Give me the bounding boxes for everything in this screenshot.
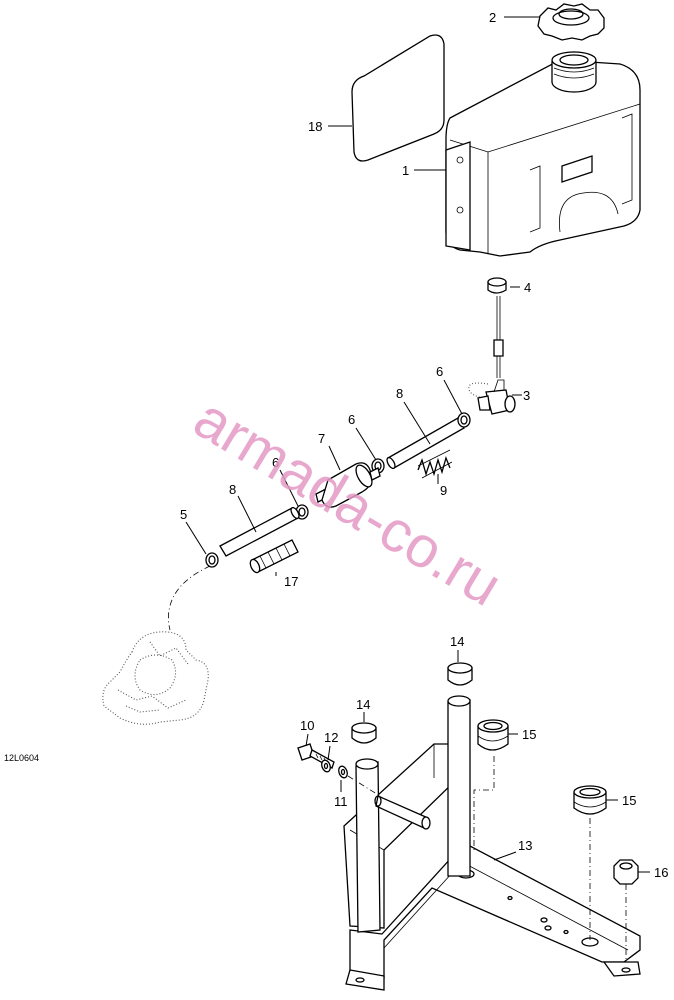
callout-16: 16: [654, 865, 668, 880]
bracket-part: [343, 695, 641, 991]
callout-12: 12: [324, 730, 338, 745]
callout-8-upper: 8: [396, 386, 403, 401]
callout-17: 17: [284, 574, 298, 589]
callout-10: 10: [300, 718, 314, 733]
axis-bolt: [347, 775, 381, 797]
spring-part: [417, 449, 453, 479]
pad-part: [351, 34, 445, 162]
callout-6-right: 6: [436, 364, 443, 379]
callout-14-lower: 14: [356, 697, 370, 712]
routing-line: [168, 565, 211, 631]
callout-6-middle: 6: [348, 412, 355, 427]
drawing-code: 12L0604: [4, 753, 39, 763]
callout-14-upper: 14: [450, 634, 464, 649]
clamp-5: [205, 552, 219, 568]
sleeve-part: [249, 539, 299, 574]
filter-part: [315, 462, 381, 508]
callouts: 2 18 1 4 3 6 8 6 7 6 9 8 5 17 14 14 10 1…: [180, 10, 668, 880]
callout-11: 11: [334, 794, 348, 809]
callout-4: 4: [524, 280, 531, 295]
leader-lines: [185, 16, 650, 873]
engine-ghost: [102, 631, 209, 725]
grommet-15-lower: [573, 785, 607, 815]
plug-upper: [447, 662, 473, 686]
plug-lower: [351, 722, 377, 744]
callout-2: 2: [489, 10, 496, 25]
valve-part: [468, 379, 516, 415]
tank-part: [445, 51, 641, 257]
callout-6-left: 6: [272, 455, 279, 470]
washer-11: [338, 765, 348, 779]
washer-12: [321, 759, 331, 773]
cap-part: [537, 3, 605, 41]
callout-9: 9: [440, 483, 447, 498]
callout-13: 13: [518, 838, 532, 853]
callout-18: 18: [308, 119, 322, 134]
callout-3: 3: [523, 388, 530, 403]
callout-15-upper: 15: [522, 727, 536, 742]
nut-part: [613, 859, 639, 885]
callout-1: 1: [402, 163, 409, 178]
callout-5: 5: [180, 507, 187, 522]
grommet-15-upper: [477, 719, 509, 751]
grommet-part: [487, 277, 507, 378]
fuel-line-upper: [386, 417, 465, 470]
callout-15-lower: 15: [622, 793, 636, 808]
callout-7: 7: [318, 431, 325, 446]
axis-15-upper: [473, 756, 495, 850]
callout-8-lower: 8: [229, 482, 236, 497]
fuel-line-lower: [219, 506, 300, 557]
clamp-right: [457, 412, 471, 428]
